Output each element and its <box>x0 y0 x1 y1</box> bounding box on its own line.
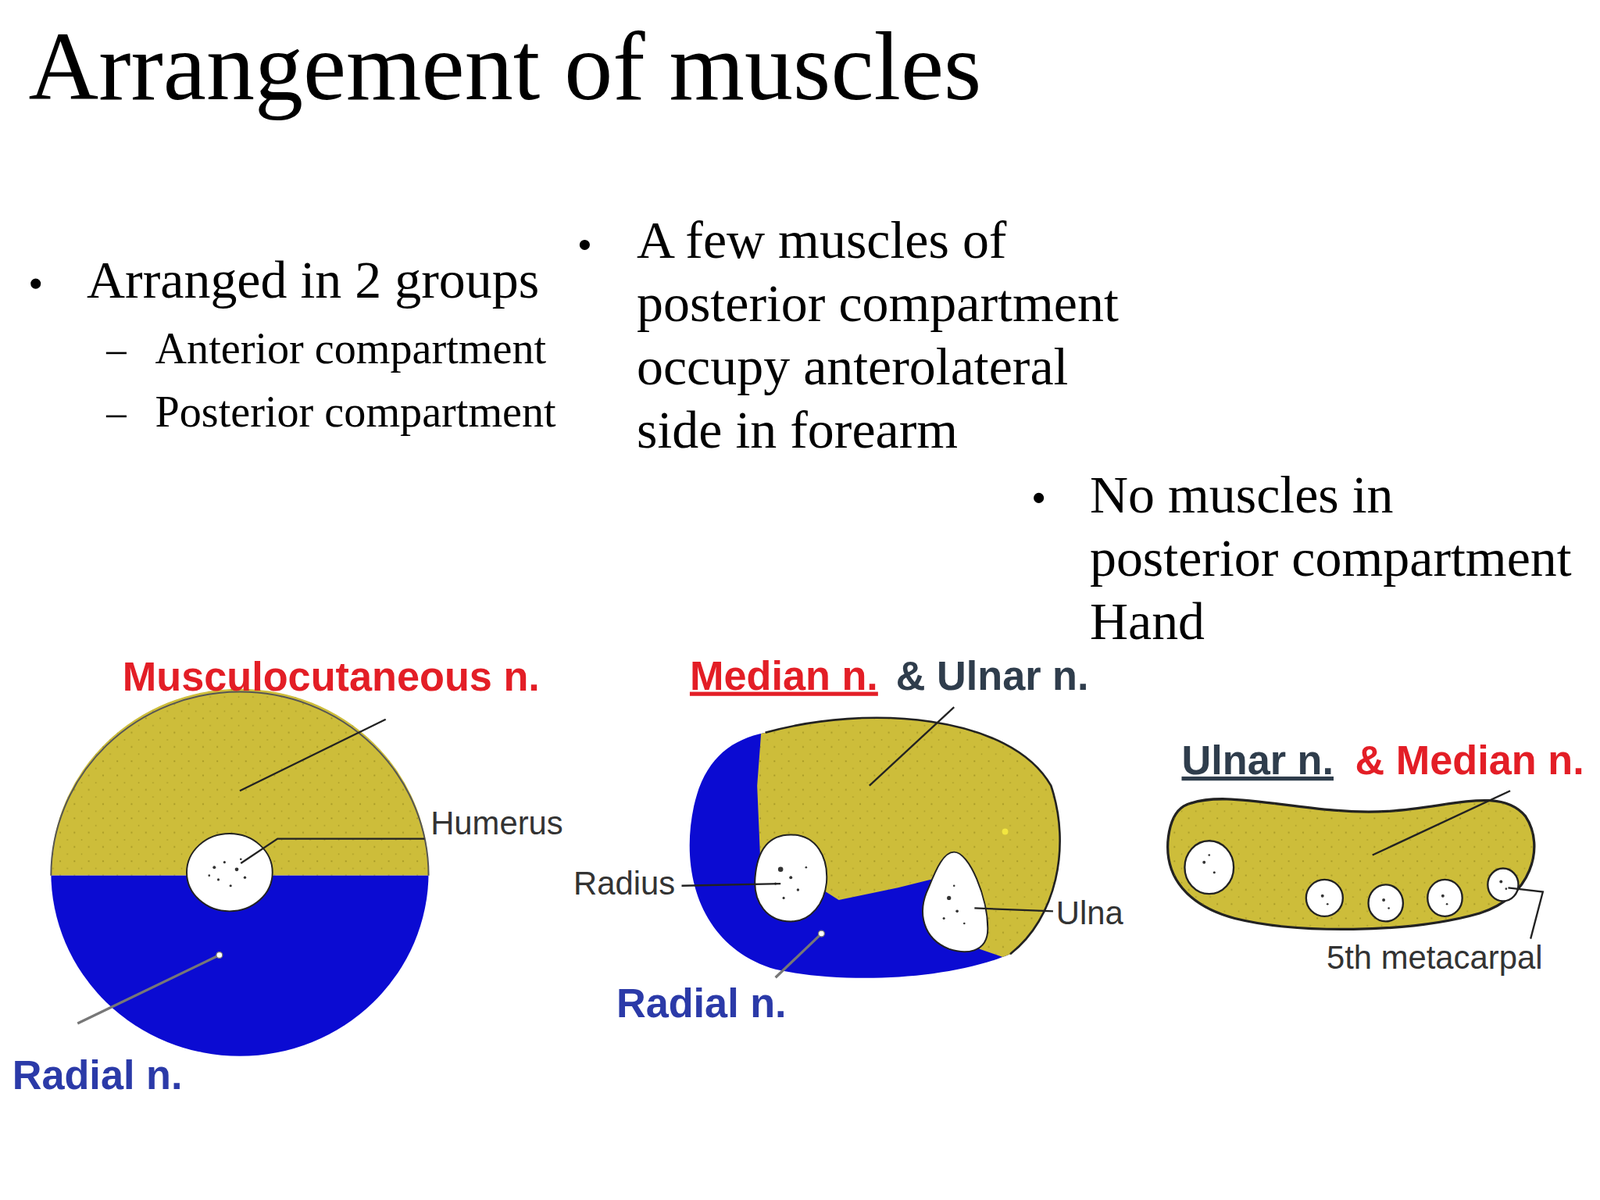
nerve-label: Radial n. <box>616 978 787 1029</box>
nerve-label: Musculocutaneous n. <box>122 652 540 702</box>
bullet-text: A few muscles of posterior compartment o… <box>636 209 1129 463</box>
leader-line <box>1372 790 1511 855</box>
slide-title: Arrangement of muscles <box>28 18 983 116</box>
leader-line <box>1507 887 1543 939</box>
bullet-text: No muscles in posterior compartment Hand <box>1089 463 1583 654</box>
bone-label: 5th metacarpal <box>1326 937 1543 977</box>
arm-section <box>40 673 449 1070</box>
bullet-dot <box>30 278 41 290</box>
bullet-dot <box>1033 492 1044 504</box>
leader-dot <box>216 952 223 959</box>
posterior-compartment <box>673 693 1082 1000</box>
hand-section <box>1167 799 1535 930</box>
metacarpal-bones <box>1184 840 1518 922</box>
leader-line <box>239 719 386 791</box>
nerve-label: & Median n. <box>1355 735 1585 786</box>
forearm-section <box>673 693 1082 1000</box>
bullet-text: Arranged in 2 groups <box>86 249 540 313</box>
leader-line <box>869 707 954 786</box>
humerus-bone <box>186 833 273 911</box>
bone-label: Radius <box>573 864 675 904</box>
bullet-dot <box>579 239 590 250</box>
ulna-bone <box>922 852 988 952</box>
sub-bullet-text: Posterior compartment <box>155 386 557 438</box>
radius-bone <box>754 834 827 922</box>
leader-line <box>775 933 822 978</box>
leader-line <box>681 883 781 886</box>
leader-line <box>77 955 220 1025</box>
texture <box>1167 799 1535 930</box>
sub-bullet-dash <box>106 352 127 355</box>
leader-line <box>974 907 1054 911</box>
spot <box>1002 828 1009 836</box>
nerve-label: & Ulnar n. <box>896 650 1090 700</box>
bone-speckles <box>774 866 966 925</box>
bone-label: Ulna <box>1056 893 1124 933</box>
leader-dot <box>818 930 825 937</box>
nerve-label: Ulnar n. <box>1181 735 1333 786</box>
sub-bullet-text: Anterior compartment <box>155 323 547 375</box>
sub-bullet-dash <box>106 415 127 418</box>
nerve-label: Radial n. <box>12 1050 183 1100</box>
nerve-label: Median n. <box>689 650 879 700</box>
bone-speckles <box>1202 853 1508 910</box>
bone-label: Humerus <box>430 803 564 843</box>
leader-line <box>240 839 425 864</box>
outline <box>765 717 1061 954</box>
